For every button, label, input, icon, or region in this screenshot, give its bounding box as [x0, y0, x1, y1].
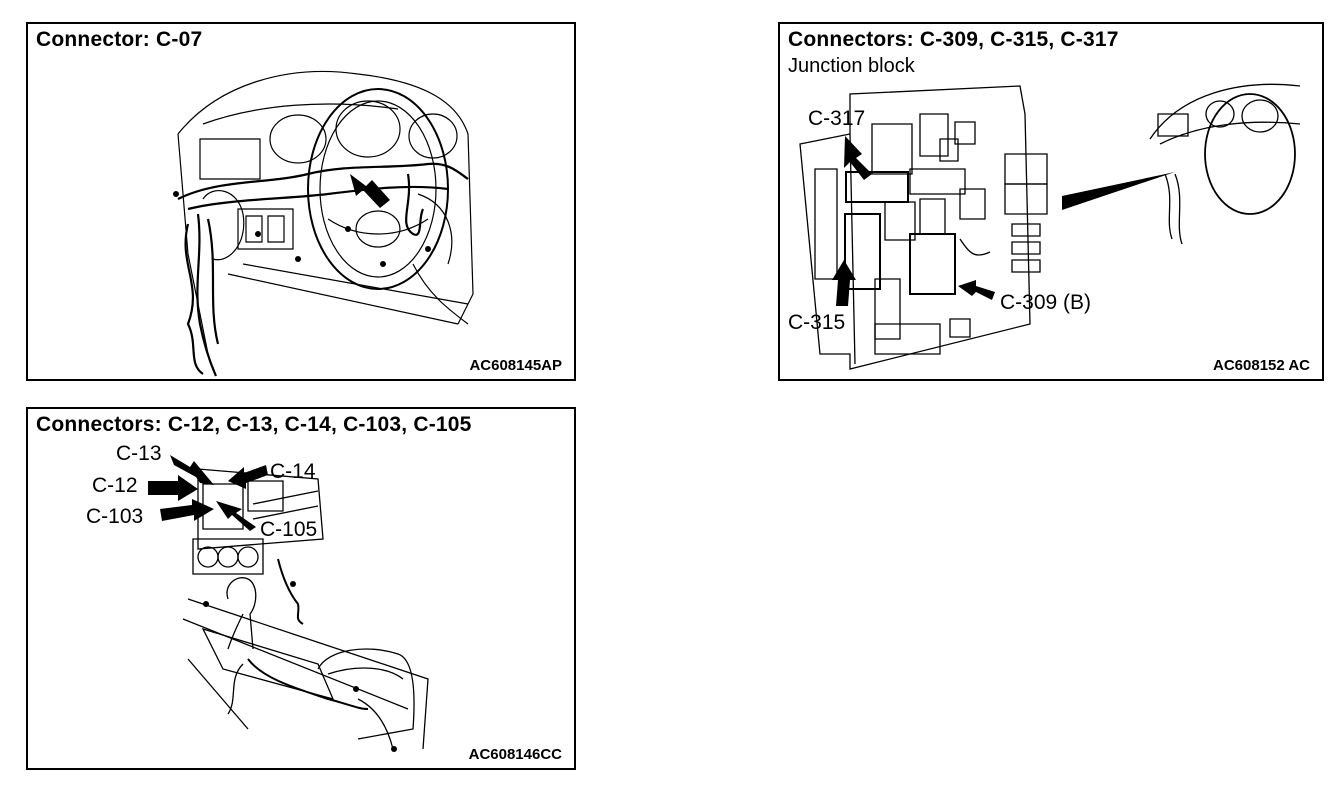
figure-code: AC608146CC — [468, 746, 562, 763]
figure-code: AC608152 AC — [1213, 357, 1310, 374]
callout-c12: C-12 — [92, 474, 138, 497]
arrow-c317 — [844, 136, 872, 180]
panel-title: Connector: C-07 — [36, 28, 203, 51]
arrow-c309 — [958, 280, 995, 300]
panel-center-console: Connectors: C-12, C-13, C-14, C-103, C-1… — [26, 407, 576, 770]
arrow-c14 — [228, 465, 268, 489]
arrow-c105 — [216, 501, 256, 531]
callout-c315: C-315 — [788, 311, 846, 334]
callout-c14: C-14 — [270, 460, 316, 483]
location-pointer — [1062, 172, 1175, 210]
callout-c317: C-317 — [808, 107, 866, 130]
callout-c103: C-103 — [86, 505, 144, 528]
panel-junction-block: Connectors: C-309, C-315, C-317 Junction… — [778, 22, 1324, 381]
arrow-c103 — [160, 499, 214, 521]
arrow-c315 — [832, 260, 856, 306]
panel-connector-c07: Connector: C-07 AC608145AP — [26, 22, 576, 381]
callout-c105: C-105 — [260, 518, 318, 541]
panel-subtitle: Junction block — [788, 55, 915, 77]
arrow-c13 — [170, 455, 214, 485]
center-console-illustration — [148, 455, 574, 752]
junction-block-illustration — [780, 24, 1322, 379]
dashboard-steering-illustration — [173, 24, 574, 379]
panel-title: Connectors: C-309, C-315, C-317 — [788, 28, 1119, 51]
figure-code: AC608145AP — [469, 357, 562, 374]
callout-c13: C-13 — [116, 442, 162, 465]
callout-c309: C-309 (B) — [1000, 291, 1092, 314]
panel-title: Connectors: C-12, C-13, C-14, C-103, C-1… — [36, 413, 472, 436]
arrow-c12 — [148, 475, 198, 501]
arrow-c07 — [350, 174, 390, 208]
